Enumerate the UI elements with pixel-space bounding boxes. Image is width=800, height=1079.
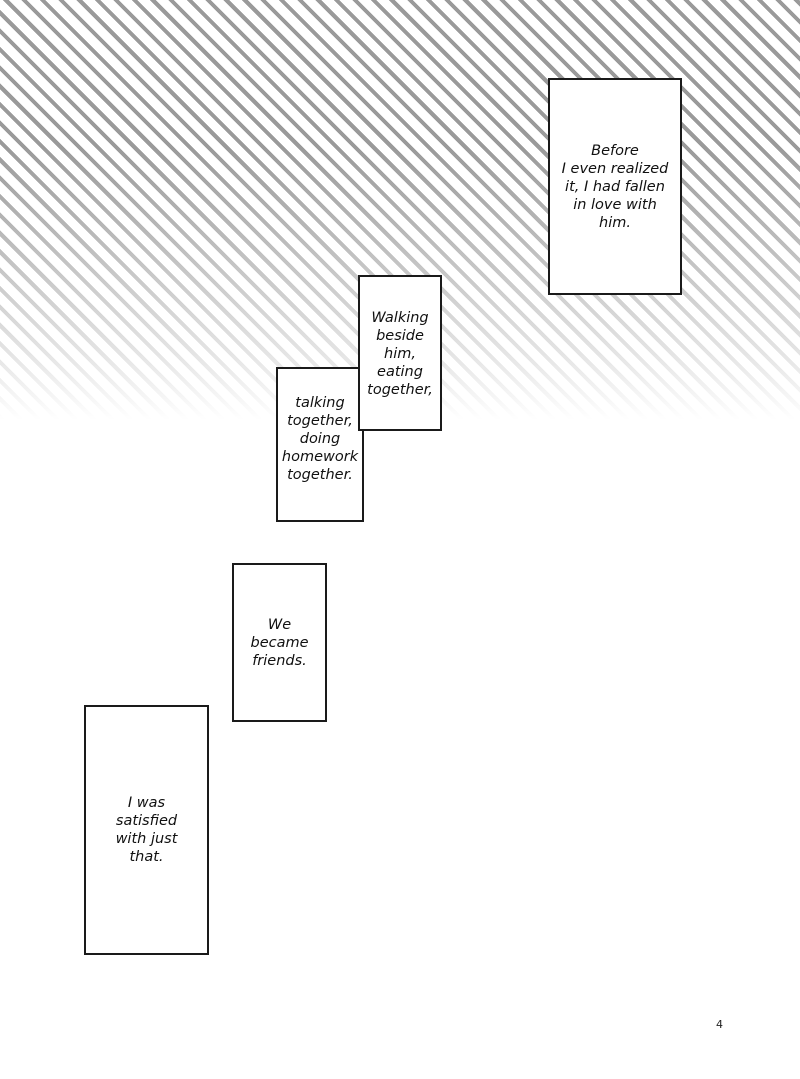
caption-text-talking: talking together, doing homework togethe…: [281, 395, 359, 483]
caption-box-walking: Walking beside him, eating together,: [358, 275, 442, 431]
caption-text-walking: Walking beside him, eating together,: [367, 310, 433, 398]
page-number: 4: [716, 1018, 723, 1031]
caption-box-talking: talking together, doing homework togethe…: [276, 367, 364, 522]
caption-text-satisfied: I was satisfied with just that.: [115, 795, 178, 865]
caption-text-friends: We became friends.: [250, 616, 309, 669]
caption-text-before: Before I even realized it, I had fallen …: [561, 142, 669, 231]
caption-box-before: Before I even realized it, I had fallen …: [548, 78, 682, 295]
caption-box-friends: We became friends.: [232, 563, 327, 722]
caption-box-satisfied: I was satisfied with just that.: [84, 705, 209, 955]
